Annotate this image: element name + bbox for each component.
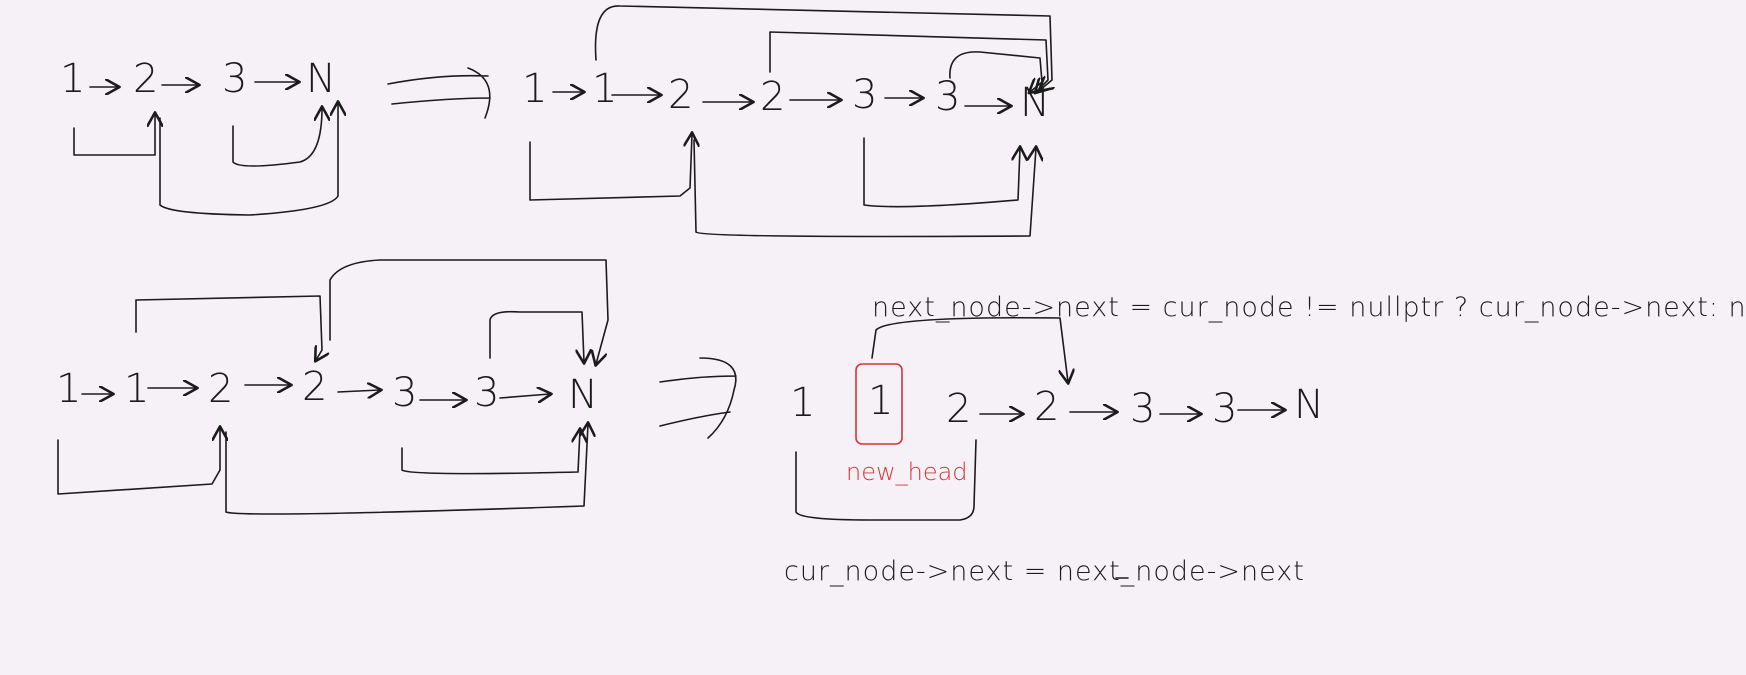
- list-2-node-null: N: [1020, 80, 1050, 126]
- list-2-node-3: 2: [668, 72, 694, 118]
- list-1-arrows: [89, 82, 298, 87]
- list-3-arrows: [81, 385, 550, 400]
- list-1-node-1: 1: [60, 56, 86, 102]
- list-4-node-null: N: [1294, 382, 1324, 428]
- list-3-node-5: 3: [392, 370, 418, 416]
- list-1-node-2: 2: [133, 56, 159, 102]
- list-4-node-2b: 2: [1034, 384, 1060, 430]
- list-4-random-pointers: [795, 316, 1068, 521]
- list-2-node-5: 3: [852, 72, 878, 118]
- list-2-random-pointers: [529, 5, 1052, 238]
- formula-top: next_node->next = cur_node != nullptr ? …: [872, 292, 1746, 323]
- list-3-node-3: 2: [208, 366, 234, 412]
- list-4-node-1: 1: [790, 380, 816, 426]
- list-4-arrows: [979, 410, 1284, 414]
- list-4-node-3: 3: [1130, 386, 1156, 432]
- list-1-node-null: N: [306, 56, 336, 102]
- list-2-node-2: 1: [592, 66, 618, 112]
- list-4-node-3b: 3: [1212, 386, 1238, 432]
- list-3-random-pointers: [57, 259, 609, 515]
- list-3-node-2: 1: [124, 366, 150, 412]
- formula-bottom: cur_node->next = next_node->next: [784, 556, 1305, 587]
- new-head-highlight-box: [855, 363, 903, 445]
- list-3-node-6: 3: [474, 370, 500, 416]
- list-1-random-pointers: [73, 103, 338, 216]
- list-2-arrows: [552, 92, 1010, 106]
- transform-arrow-2: [659, 357, 737, 439]
- list-2-node-1: 1: [522, 66, 548, 112]
- list-4-node-new-head: 1: [868, 378, 894, 424]
- list-1-node-3: 3: [222, 56, 248, 102]
- list-3-node-null: N: [568, 372, 598, 418]
- list-2-node-6: 3: [935, 74, 961, 120]
- list-4-node-2: 2: [946, 386, 972, 432]
- transform-arrow-1: [387, 67, 491, 119]
- list-2-node-4: 2: [760, 74, 786, 120]
- list-3-node-4: 2: [302, 364, 328, 410]
- list-3-node-1: 1: [56, 366, 82, 412]
- new-head-label: new_head: [846, 458, 968, 486]
